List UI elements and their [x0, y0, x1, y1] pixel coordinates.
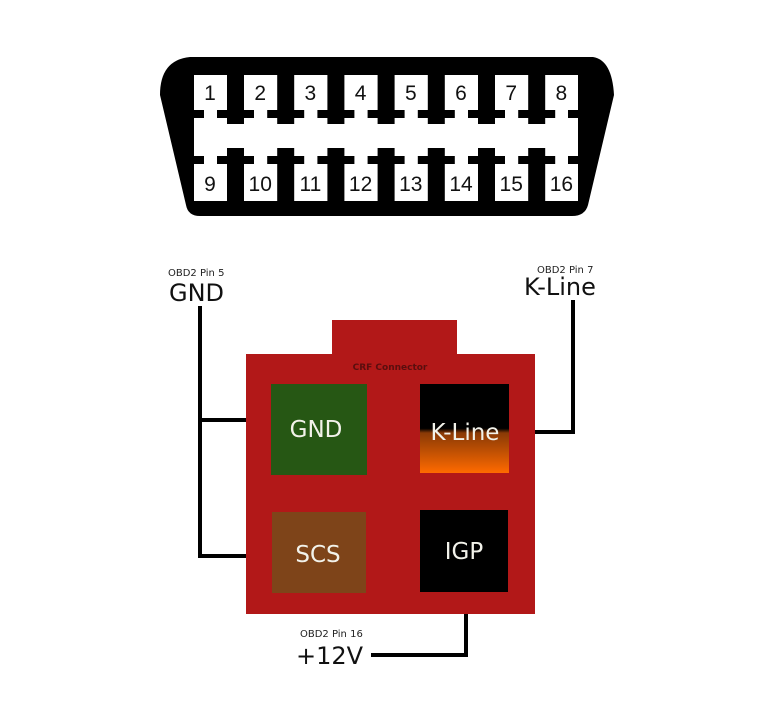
pin-separator-bottom-arm	[317, 156, 355, 164]
obd2-pin-number: 13	[399, 173, 422, 196]
pin-separator-top-arm	[417, 110, 455, 118]
pin-separator-top-arm	[217, 110, 254, 118]
crf-connector-tab	[332, 320, 457, 356]
crf-pin-gnd-label: GND	[290, 417, 343, 443]
obd2-pin-number: 1	[204, 82, 216, 105]
obd2-pin-number: 11	[299, 173, 321, 196]
pin-separator-edge-arm	[194, 156, 204, 164]
pin-separator-top-arm	[367, 110, 405, 118]
obd2-pin-number: 4	[355, 82, 367, 105]
crf-pin-kline-label: K-Line	[431, 420, 500, 446]
pin-separator-bottom-arm	[518, 156, 556, 164]
obd2-pin-number: 10	[249, 173, 272, 196]
pin-separator-bottom	[427, 148, 445, 201]
crf-connector: CRF Connector GND K-Line SCS IGP	[246, 320, 535, 614]
crf-pin-scs-label: SCS	[295, 542, 340, 568]
crf-pin-gnd	[271, 384, 367, 475]
obd2-pin-number: 14	[449, 173, 473, 196]
obd2-pin-number: 5	[405, 82, 417, 105]
pin-separator-bottom-arm	[267, 156, 305, 164]
pin-separator-bottom	[327, 148, 345, 201]
crf-pin-igp-label: IGP	[445, 539, 484, 565]
power-signal-label: +12V	[296, 642, 364, 670]
pin-separator-bottom	[227, 148, 244, 201]
gnd-obd-pin-label: OBD2 Pin 5	[168, 268, 224, 279]
crf-pin-kline	[420, 384, 509, 473]
pin-separator-bottom	[377, 148, 395, 201]
pin-separator-bottom	[478, 148, 495, 201]
kline-obd-pin-label: OBD2 Pin 7	[537, 265, 593, 276]
obd2-pin-number: 12	[349, 173, 372, 196]
pin-separator-top-arm	[317, 110, 355, 118]
obd2-pin-number: 2	[254, 82, 266, 105]
power-obd-pin-label: OBD2 Pin 16	[300, 629, 363, 640]
obd2-pin-separators	[194, 75, 578, 201]
gnd-signal-label: GND	[169, 279, 224, 307]
crf-connector-title: CRF Connector	[353, 363, 428, 373]
pin-separator-bottom-arm	[417, 156, 455, 164]
pin-separator-bottom	[277, 148, 295, 201]
crf-pin-igp	[420, 510, 508, 592]
obd2-pin-number: 8	[556, 82, 568, 105]
kline-signal-label: K-Line	[524, 273, 596, 301]
obd2-pin-number: 7	[505, 82, 517, 105]
crf-pin-scs	[272, 512, 366, 593]
pin-separator-bottom-arm	[217, 156, 254, 164]
pin-separator-top-arm	[267, 110, 305, 118]
obd2-pin-number: 6	[455, 82, 467, 105]
pin-separator-top-arm	[468, 110, 505, 118]
pin-separator-top-arm	[518, 110, 556, 118]
obd2-pin-number: 3	[305, 82, 317, 105]
obd2-pin-number: 9	[204, 173, 216, 196]
pin-separator-edge-arm	[568, 156, 578, 164]
pin-separator-bottom-arm	[367, 156, 405, 164]
pin-separator-edge-arm	[568, 110, 578, 118]
obd2-pin-number: 16	[550, 173, 573, 196]
pin-separator-bottom	[528, 148, 546, 201]
obd2-pin-number: 15	[500, 173, 523, 196]
pin-separator-bottom-arm	[468, 156, 505, 164]
pin-separator-edge-arm	[194, 110, 204, 118]
